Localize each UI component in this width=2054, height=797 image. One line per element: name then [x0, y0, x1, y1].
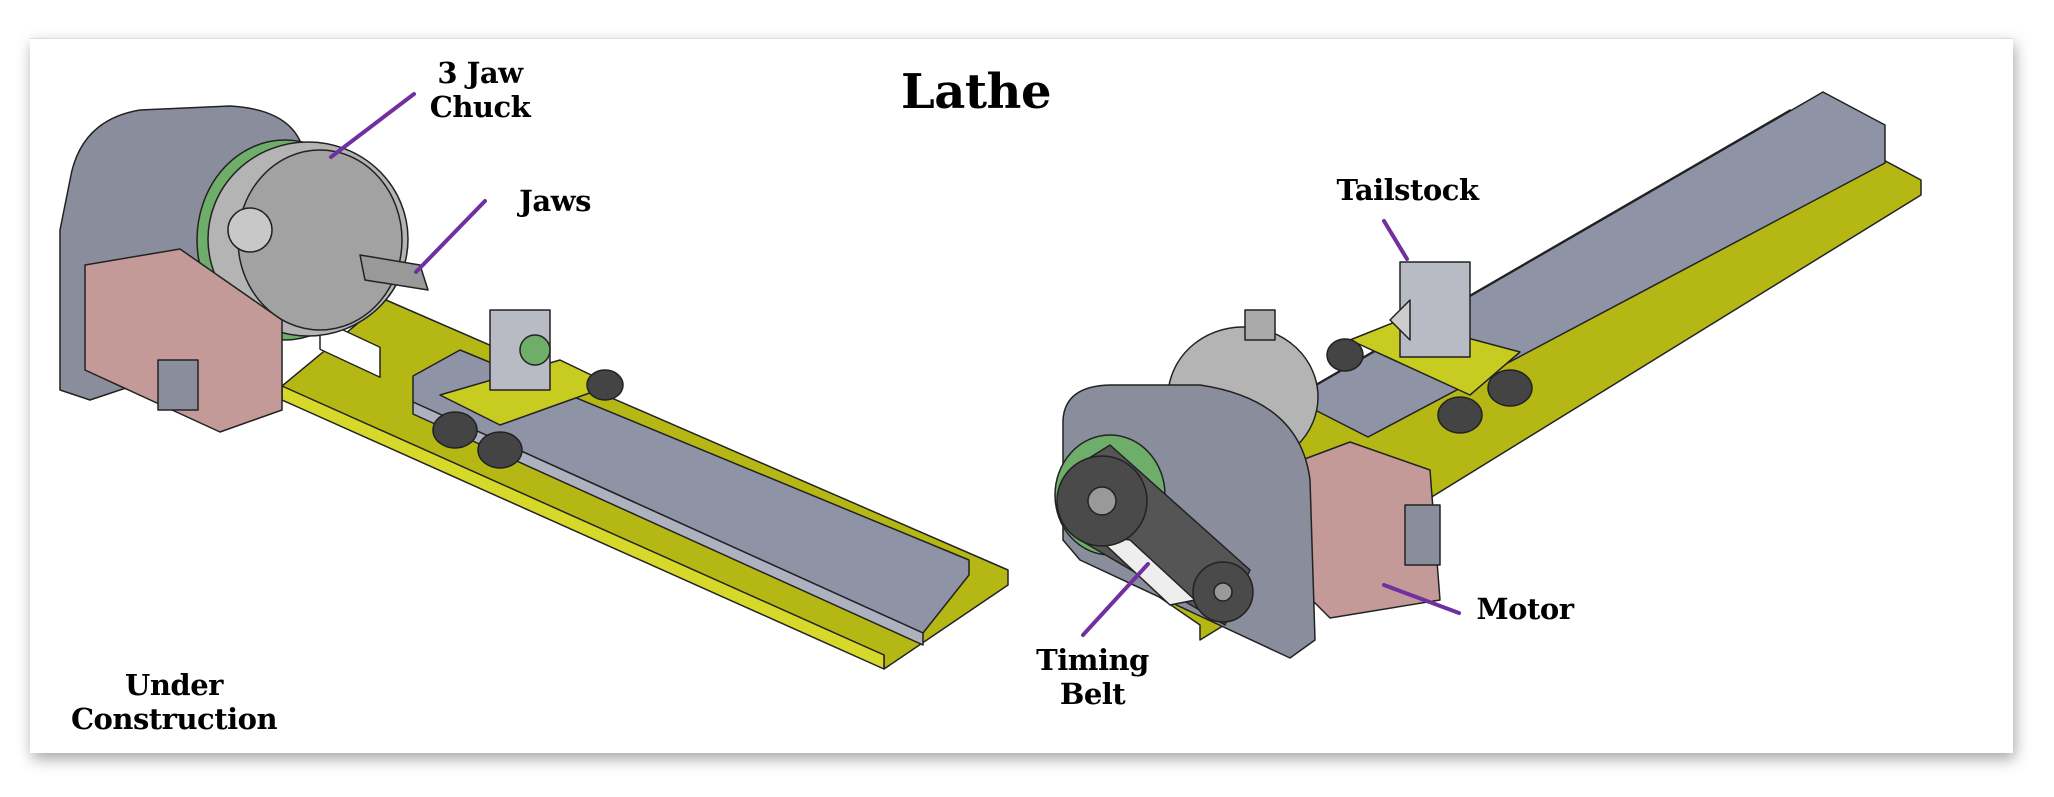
stepper-motor — [84, 248, 283, 433]
tailstock-leader-line — [1382, 219, 1409, 261]
chuck-jaw — [1244, 309, 1276, 341]
roller-wheel — [1487, 369, 1533, 407]
status-label: Under Construction — [50, 668, 298, 736]
roller-wheel — [1326, 338, 1364, 372]
roller-wheel — [1437, 396, 1483, 434]
tailstock-block — [1399, 261, 1471, 358]
chuck-bolt — [227, 207, 273, 253]
leader-lines — [329, 92, 1461, 637]
status-label-line1: Under — [125, 668, 223, 702]
chuck-label-line1: 3 Jaw — [437, 56, 523, 90]
chuck-leader-line — [329, 92, 416, 159]
jaws-leader-line — [414, 199, 487, 274]
timing-belt-label: Timing Belt — [1025, 643, 1160, 711]
motor-leader-line — [1382, 583, 1461, 615]
timing-belt-leader-line — [1081, 562, 1150, 637]
timing-belt-label-line2: Belt — [1059, 677, 1126, 711]
right-lathe-view — [1054, 91, 1922, 659]
rail-side — [412, 401, 924, 646]
tailstock-bearing — [519, 334, 551, 366]
jaws-label: Jaws — [519, 184, 591, 218]
roller-wheel — [432, 411, 478, 449]
page-title: Lathe — [901, 64, 1051, 120]
left-lathe-view — [59, 105, 1009, 670]
chuck-label-line2: Chuck — [429, 90, 531, 124]
chuck-jaw — [359, 254, 429, 291]
motor-connector — [157, 359, 199, 411]
roller-wheel — [477, 431, 523, 469]
motor-connector — [1404, 504, 1441, 566]
status-label-line2: Construction — [70, 702, 278, 736]
tailstock-label: Tailstock — [1336, 173, 1479, 207]
chuck-label: 3 Jaw Chuck — [410, 56, 550, 124]
motor-label: Motor — [1476, 592, 1574, 626]
tailstock-center — [1389, 299, 1411, 341]
timing-belt-label-line1: Timing — [1036, 643, 1149, 677]
large-pulley-hub — [1087, 486, 1117, 516]
small-pulley-hub — [1213, 582, 1233, 602]
roller-wheel — [586, 369, 624, 401]
